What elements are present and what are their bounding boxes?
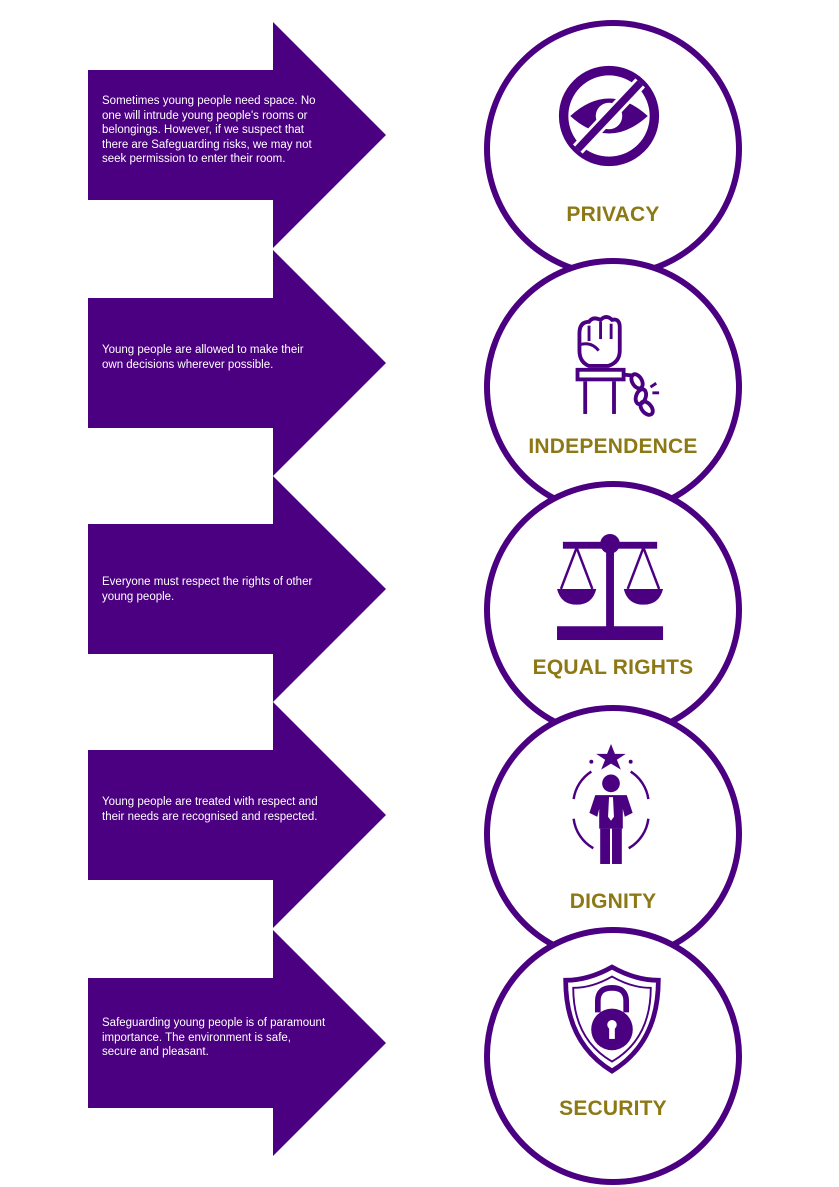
- value-block-dignity: Young people are treated with respect an…: [0, 702, 839, 963]
- arrow-shape: [88, 702, 386, 928]
- arrow-shape: [88, 22, 386, 248]
- arrow-description: Safeguarding young people is of paramoun…: [102, 1017, 326, 1058]
- eye-slash-icon: [558, 65, 660, 167]
- arrow-shape: [88, 930, 386, 1156]
- value-title: SECURITY: [559, 1097, 667, 1120]
- balance-scale-icon: [557, 533, 664, 640]
- value-title: PRIVACY: [566, 203, 660, 226]
- arrow-shape: [88, 250, 386, 476]
- arrow-description: Everyone must respect the rights of othe…: [102, 576, 313, 603]
- arrow-description: Young people are treated with respect an…: [102, 796, 318, 823]
- value-block-equal-rights: Everyone must respect the rights of othe…: [0, 476, 839, 739]
- raised-fist-broken-chain-icon: [575, 315, 660, 417]
- value-title: DIGNITY: [569, 890, 657, 913]
- arrow-description: Young people are allowed to make their o…: [102, 344, 304, 371]
- value-block-privacy: Sometimes young people need space. No on…: [0, 20, 839, 278]
- value-circle: [484, 927, 742, 1185]
- value-title: EQUAL RIGHTS: [532, 656, 694, 679]
- person-star-icon: [572, 744, 650, 864]
- arrow-description: Sometimes young people need space. No on…: [102, 95, 316, 165]
- value-block-independence: Young people are allowed to make their o…: [0, 250, 839, 516]
- value-block-security: Safeguarding young people is of paramoun…: [0, 927, 839, 1185]
- value-title: INDEPENDENCE: [528, 435, 698, 458]
- shield-padlock-icon: [563, 964, 661, 1074]
- arrow-shape: [88, 476, 386, 702]
